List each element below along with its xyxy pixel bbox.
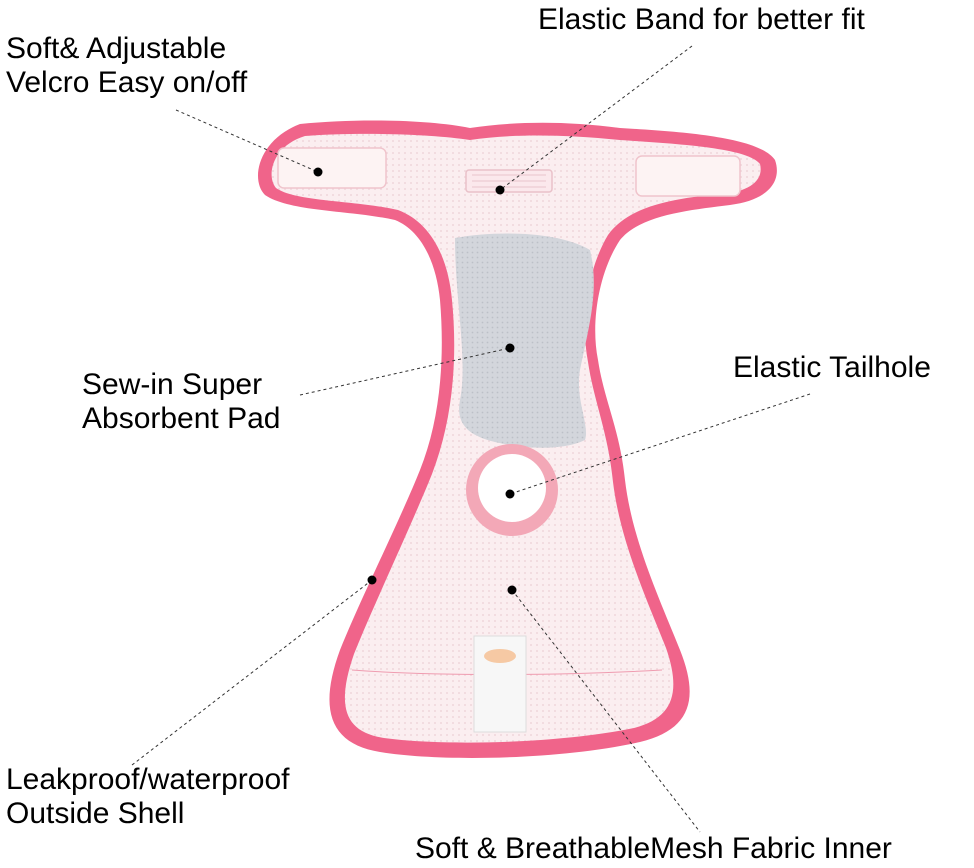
callout-elastic-band: Elastic Band for better fit: [538, 3, 865, 37]
callout-mesh: Soft & BreathableMesh Fabric Inner: [415, 832, 892, 866]
callout-velcro: Soft& Adjustable Velcro Easy on/off: [6, 32, 247, 100]
callout-tailhole-line-1: Elastic Tailhole: [733, 351, 931, 384]
callout-velcro-line-1: Soft& Adjustable: [6, 32, 227, 65]
callout-pad-line-1: Sew-in Super: [82, 368, 263, 401]
callout-elastic-band-line-1: Elastic Band for better fit: [538, 3, 865, 36]
callout-shell: Leakproof/waterproof Outside Shell: [6, 763, 290, 831]
dot-velcro: [313, 167, 323, 177]
callout-velcro-line-2: Velcro Easy on/off: [6, 66, 248, 99]
dot-pad: [505, 343, 515, 353]
callout-tailhole: Elastic Tailhole: [733, 351, 931, 385]
dot-elastic-band: [495, 185, 505, 195]
dot-tailhole: [505, 489, 515, 499]
callout-mesh-line-1: Soft & BreathableMesh Fabric Inner: [415, 832, 892, 865]
leader-tailhole: [509, 393, 811, 495]
velcro-left-patch: [277, 147, 387, 189]
dot-shell: [367, 575, 377, 585]
tailhole-opening: [478, 454, 546, 522]
leader-velcro: [175, 109, 319, 173]
leader-elastic-band: [499, 45, 693, 191]
velcro-right-patch: [635, 155, 741, 197]
leader-shell: [131, 579, 373, 766]
callout-pad-line-2: Absorbent Pad: [82, 402, 281, 435]
callout-pad: Sew-in Super Absorbent Pad: [82, 368, 280, 436]
callout-shell-line-2: Outside Shell: [6, 797, 185, 830]
dot-mesh: [507, 585, 517, 595]
absorbent-pad: [455, 233, 594, 448]
callout-shell-line-1: Leakproof/waterproof: [6, 763, 290, 796]
